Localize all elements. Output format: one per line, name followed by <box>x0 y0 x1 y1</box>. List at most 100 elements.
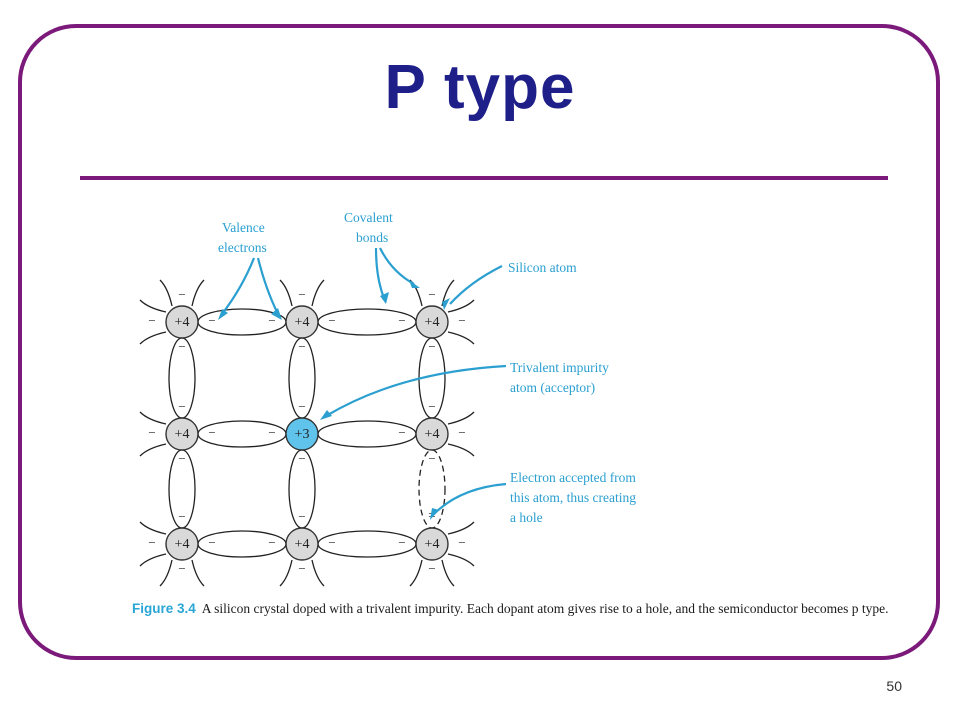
electron: − <box>178 451 185 466</box>
atom-grid: +4 +4 +4 +4 +3 +4 +4 +4 +4 <box>165 305 449 561</box>
electron: − <box>458 425 465 440</box>
atom-charge: +3 <box>295 427 310 442</box>
electron: − <box>398 535 405 550</box>
electron: − <box>298 287 305 302</box>
caption-text: A silicon crystal doped with a trivalent… <box>201 601 889 616</box>
electron: − <box>298 451 305 466</box>
annotation-arrows <box>221 247 507 515</box>
caption-label: Figure 3.4 <box>132 601 196 616</box>
silicon-atom <box>415 417 449 451</box>
title-divider <box>80 176 888 180</box>
electron: − <box>178 561 185 576</box>
atom-charge: +4 <box>295 537 310 552</box>
electron: − <box>398 313 405 328</box>
electron: − <box>428 287 435 302</box>
stub <box>441 559 455 587</box>
atom-charge: +4 <box>175 537 190 552</box>
electron: − <box>298 399 305 414</box>
stub <box>447 553 475 567</box>
electron: − <box>298 561 305 576</box>
stub <box>279 559 293 587</box>
electron: − <box>268 425 275 440</box>
page-number: 50 <box>886 678 902 694</box>
silicon-atom <box>285 527 319 561</box>
stub <box>139 443 167 457</box>
atom-charge: +4 <box>425 537 440 552</box>
silicon-crystal-diagram: +4 +4 +4 +4 +3 +4 +4 +4 +4 − − − − − − − − − − − − − − − − − − − − −… <box>139 210 636 587</box>
silicon-atom <box>415 527 449 561</box>
electron: − <box>428 399 435 414</box>
electron: − <box>458 313 465 328</box>
electron: − <box>298 339 305 354</box>
stub <box>139 411 167 425</box>
silicon-atom <box>165 527 199 561</box>
impurity-atom <box>285 417 319 451</box>
electron: − <box>178 509 185 524</box>
atom-charge: +4 <box>175 315 190 330</box>
stub <box>139 553 167 567</box>
electron: − <box>428 339 435 354</box>
stub <box>447 331 475 345</box>
label-valence-1: Valence <box>222 220 265 235</box>
electron: − <box>208 313 215 328</box>
stub <box>447 299 475 313</box>
electron: − <box>458 535 465 550</box>
label-trivalent-2: atom (acceptor) <box>510 380 595 395</box>
electron: − <box>298 509 305 524</box>
label-trivalent-1: Trivalent impurity <box>510 360 609 375</box>
arrow-valence-right <box>256 257 279 315</box>
arrow-accepted <box>433 482 507 515</box>
stub <box>447 521 475 535</box>
atom-charge: +4 <box>175 427 190 442</box>
electron: − <box>178 287 185 302</box>
label-covalent-1: Covalent <box>344 210 393 225</box>
label-silicon-atom: Silicon atom <box>508 260 577 275</box>
electron: − <box>398 425 405 440</box>
electron: − <box>268 535 275 550</box>
stub <box>311 279 325 307</box>
electron: − <box>148 313 155 328</box>
stub <box>311 559 325 587</box>
stub <box>139 299 167 313</box>
stub <box>139 331 167 345</box>
stub <box>191 559 205 587</box>
stub <box>409 559 423 587</box>
stub <box>447 411 475 425</box>
atom-charge: +4 <box>295 315 310 330</box>
arrow-silicon-atom <box>449 265 503 305</box>
arrow-heads <box>218 280 450 520</box>
stub <box>447 443 475 457</box>
atom-charge: +4 <box>425 315 440 330</box>
arrow-covalent-right <box>379 247 415 285</box>
electron: − <box>208 425 215 440</box>
electron: − <box>148 425 155 440</box>
silicon-atom <box>165 305 199 339</box>
label-valence-2: electrons <box>218 240 267 255</box>
figure-caption: Figure 3.4 A silicon crystal doped with a… <box>132 600 892 617</box>
electron: − <box>148 535 155 550</box>
stub <box>191 279 205 307</box>
slide-title: P type <box>384 53 576 122</box>
electron: − <box>428 561 435 576</box>
silicon-atom <box>285 305 319 339</box>
label-accepted-3: a hole <box>510 510 543 525</box>
electron: − <box>268 313 275 328</box>
label-covalent-2: bonds <box>356 230 388 245</box>
arrow-covalent-left <box>374 247 386 299</box>
slide-frame <box>18 24 940 660</box>
electron: − <box>328 313 335 328</box>
electron: − <box>178 399 185 414</box>
outer-bond-stubs <box>139 279 475 587</box>
stub <box>139 521 167 535</box>
electron: − <box>208 535 215 550</box>
arrow-trivalent <box>325 364 507 417</box>
electron: − <box>328 535 335 550</box>
stub <box>159 559 173 587</box>
stub <box>159 279 173 307</box>
silicon-atom <box>165 417 199 451</box>
stub <box>279 279 293 307</box>
arrow-valence-left <box>221 257 256 315</box>
electron: − <box>428 451 435 466</box>
label-accepted-2: this atom, thus creating <box>510 490 636 505</box>
atom-charge: +4 <box>425 427 440 442</box>
